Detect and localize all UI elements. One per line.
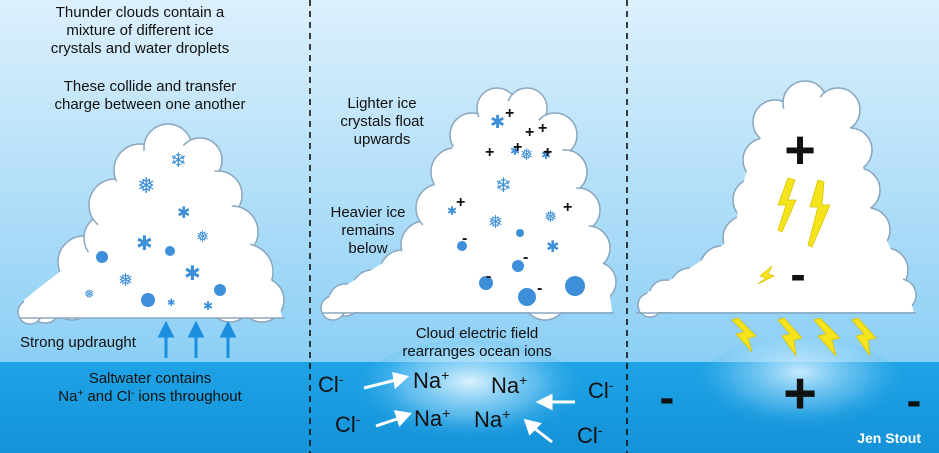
heavy-ice-caption-line3: below — [348, 240, 387, 257]
heavy-ice-caption-line2: remains — [341, 222, 394, 239]
snowflake-icon: ❄ — [495, 175, 512, 197]
saltwater-caption-line2: Na+ and Cl- ions throughout — [58, 388, 242, 405]
cloud-positive-charge: + — [784, 120, 816, 180]
panel1-caption-line3: crystals and water droplets — [51, 40, 229, 57]
snowflake-icon: ❅ — [137, 173, 155, 198]
snowflake-icon: ❅ — [118, 270, 133, 290]
saltwater-caption-line1: Saltwater contains — [89, 370, 212, 387]
snowflake-icon: ✱ — [203, 299, 213, 313]
author-credit: Jen Stout — [857, 430, 921, 446]
panel1-caption2-line1: These collide and transfer — [64, 78, 237, 95]
cloud-negative-charge: - — [790, 248, 805, 300]
field-caption-line2: rearranges ocean ions — [402, 343, 551, 360]
snowflake-icon: ✱ — [447, 204, 457, 218]
updraught-arrows — [157, 320, 237, 358]
snowflake-icon: ✱ — [167, 298, 175, 309]
panel2-cloud-fill — [325, 100, 612, 312]
charge-plus: + — [456, 194, 465, 211]
sodium-ion: Na+ — [474, 406, 510, 432]
lightning-bolt-icon — [813, 317, 841, 357]
field-caption-line1: Cloud electric field — [416, 325, 539, 342]
water-droplet — [565, 276, 585, 296]
snowflake-icon: ❅ — [520, 147, 533, 164]
panel1-cloud-fill — [24, 140, 282, 318]
water-droplet — [512, 260, 524, 272]
sodium-ion: Na+ — [491, 372, 527, 398]
lightning-bolt-icon — [777, 177, 797, 233]
sea-positive-charge: + — [783, 361, 817, 426]
chloride-ion: Cl- — [335, 411, 361, 437]
panel1-ice: ❄ ❅ ✱ ❅ ✱ ❅ ✱ ❅ ✱ ✱ — [84, 150, 226, 313]
ion-movement-arrows — [363, 371, 575, 444]
sea-glow-panel3 — [690, 337, 910, 453]
snowflake-icon: ✱ — [177, 205, 190, 222]
charge-minus: - — [462, 230, 467, 247]
chloride-ion: Cl- — [588, 377, 614, 403]
water-droplet — [516, 229, 524, 237]
water-droplet — [96, 251, 108, 263]
water-droplet — [479, 276, 493, 290]
snowflake-icon: ✱ — [541, 148, 551, 162]
snowflake-icon: ✱ — [490, 112, 505, 132]
charge-minus: - — [486, 268, 491, 285]
snowflake-icon: ✱ — [510, 144, 520, 158]
charge-minus: - — [523, 249, 528, 266]
lightning-bolt-icon — [807, 179, 831, 248]
sea-negative-charge-right: - — [907, 376, 922, 425]
snowflake-icon: ❅ — [488, 212, 503, 232]
charge-plus: + — [543, 144, 552, 161]
water-droplet — [141, 293, 155, 307]
charge-plus: + — [505, 105, 514, 122]
water-droplet — [457, 241, 467, 251]
light-ice-caption-line3: upwards — [354, 131, 411, 148]
panel1-caption-line2: mixture of different ice — [66, 22, 213, 39]
charge-plus: + — [513, 139, 522, 156]
lightning-bolt-icon — [851, 317, 877, 357]
water-droplet — [165, 246, 175, 256]
water-droplet — [214, 284, 226, 296]
lightning-bolts — [731, 177, 877, 357]
panel2-ions: Cl- Cl- Cl- Cl- Na+ Na+ Na+ Na+ — [318, 367, 614, 448]
snowflake-icon: ❅ — [84, 287, 94, 301]
lightning-bolt-icon — [777, 317, 803, 357]
snowflake-icon: ❅ — [544, 209, 557, 226]
panel1-caption-line1: Thunder clouds contain a — [56, 4, 225, 21]
snowflake-icon: ✱ — [184, 263, 201, 285]
panel1-caption2-line2: charge between one another — [55, 96, 246, 113]
heavy-ice-caption-line1: Heavier ice — [330, 204, 405, 221]
snowflake-icon: ❅ — [196, 229, 209, 246]
charge-plus: + — [563, 199, 572, 216]
sodium-ion: Na+ — [414, 405, 450, 431]
charge-plus: + — [525, 124, 534, 141]
charge-plus: + — [538, 120, 547, 137]
water-droplet — [518, 288, 536, 306]
sodium-ion: Na+ — [413, 367, 449, 393]
panel3-cloud-fill — [640, 92, 914, 312]
lightning-bolt-icon — [731, 317, 757, 353]
chloride-ion: Cl- — [577, 422, 603, 448]
panel2-charges: + + + + + + + + - - - - — [456, 105, 572, 297]
snowflake-icon: ✱ — [136, 233, 153, 255]
charge-minus: - — [537, 280, 542, 297]
panel2-ice: ✱ ❅ ❄ ✱ ✱ ❅ ❅ ✱ ✱ — [447, 112, 585, 306]
updraught-label: Strong updraught — [20, 334, 137, 351]
snowflake-icon: ❄ — [170, 150, 187, 172]
sea-negative-charge-left: - — [660, 373, 675, 422]
charge-plus: + — [485, 144, 494, 161]
light-ice-caption-line2: crystals float — [340, 113, 424, 130]
chloride-ion: Cl- — [318, 371, 344, 397]
lightning-bolt-icon — [757, 265, 776, 285]
light-ice-caption-line1: Lighter ice — [347, 95, 416, 112]
snowflake-icon: ✱ — [546, 239, 559, 256]
